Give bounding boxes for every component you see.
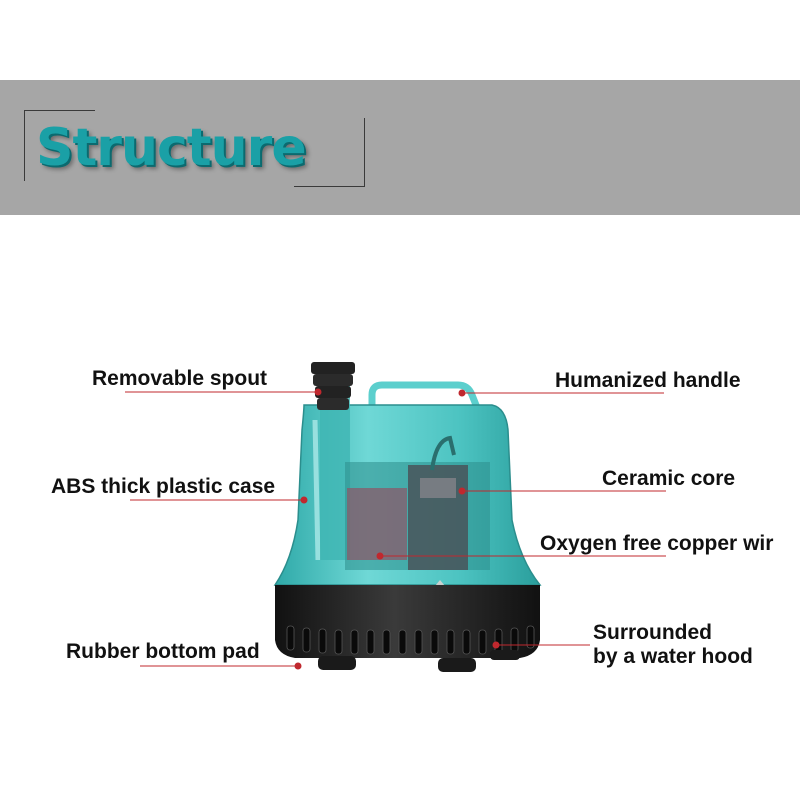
rubber-foot-left (318, 656, 356, 670)
title-bracket-top-left (24, 110, 95, 181)
base-vents (286, 625, 535, 655)
handle-shape (368, 381, 486, 422)
spout-tip (311, 362, 355, 410)
label-copper-wire: Oxygen free copper wir (540, 532, 774, 555)
title-bracket-bottom-right (294, 118, 365, 187)
rubber-foot-back (490, 650, 520, 660)
label-water-hood-line2: by a water hood (593, 645, 753, 668)
label-abs-case: ABS thick plastic case (51, 475, 276, 498)
label-removable-spout: Removable spout (92, 367, 268, 390)
label-rubber-pad: Rubber bottom pad (66, 640, 260, 663)
label-handle: Humanized handle (555, 369, 741, 392)
title-banner: Structure (0, 80, 800, 215)
page-title: Structure (36, 118, 307, 178)
label-ceramic-core: Ceramic core (602, 467, 736, 490)
pointer-lines (125, 388, 666, 670)
rubber-foot-right (438, 658, 476, 672)
label-water-hood-line1: Surrounded (593, 621, 712, 644)
copper-coil (347, 488, 407, 560)
